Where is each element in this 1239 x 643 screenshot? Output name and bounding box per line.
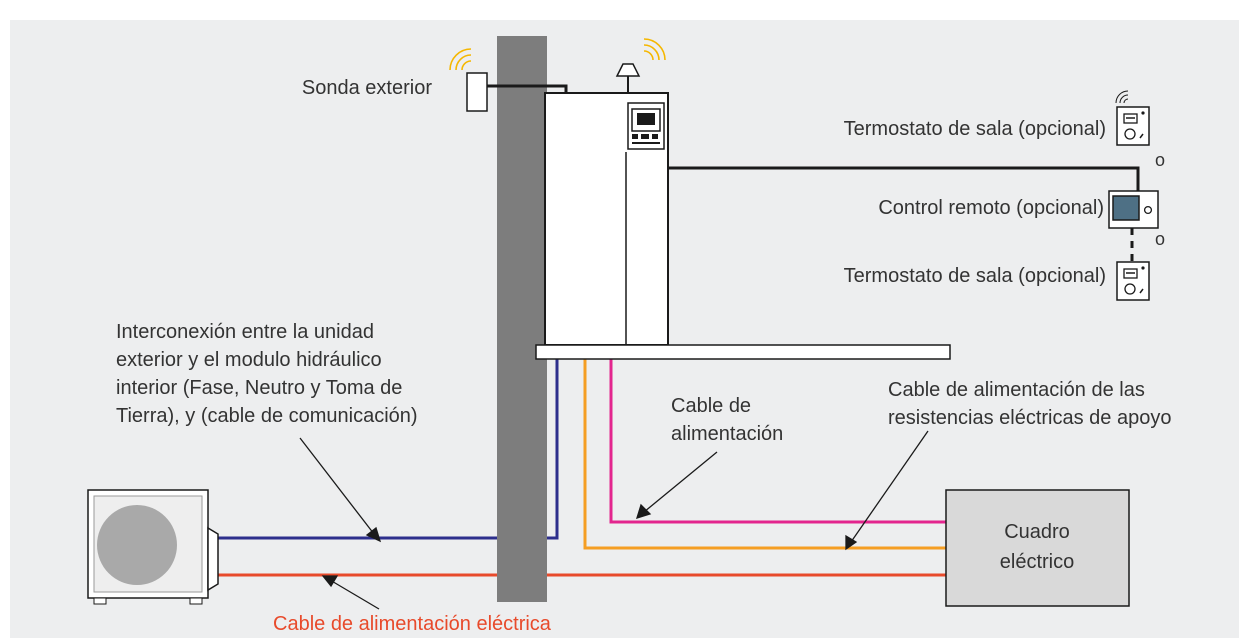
interconnection-label-line-2: exterior y el modulo hidráulico <box>116 349 382 371</box>
interconnection-label-line-3: interior (Fase, Neutro y Toma de <box>116 377 402 399</box>
magenta-supply-cable <box>609 346 946 524</box>
heater-cable-label-line-2: resistencias eléctricas de apoyo <box>888 407 1171 429</box>
remote-control-label: Control remoto (opcional) <box>878 197 1104 219</box>
wifi-antenna-icon <box>643 38 666 61</box>
panel-label-line-1: Cuadro <box>1004 521 1070 543</box>
indoor-hydraulic-module-icon <box>544 63 669 346</box>
or-label-1: o <box>1155 150 1165 170</box>
interconnection-label-line-1: Interconexión entre la unidad <box>116 321 374 343</box>
outdoor-unit-icon <box>87 489 219 605</box>
outdoor-sensor-label: Sonda exterior <box>302 77 432 99</box>
or-label-2: o <box>1155 229 1165 249</box>
wall <box>497 36 547 602</box>
wireless-thermostat-icon <box>1115 90 1150 146</box>
supply-cable-label-line-1: Cable de <box>671 395 751 417</box>
room-thermostat-top-label: Termostato de sala (opcional) <box>844 118 1106 140</box>
power-cable-label: Cable de alimentación eléctrica <box>273 613 552 635</box>
remote-control-icon <box>1108 190 1159 229</box>
sensor-cable <box>487 84 568 93</box>
supply-cable-label-line-2: alimentación <box>671 423 783 445</box>
room-thermostat-bottom-label: Termostato de sala (opcional) <box>844 265 1106 287</box>
floor-slab <box>535 344 951 360</box>
leader-lines <box>299 430 929 610</box>
outdoor-sensor-icon <box>466 72 488 112</box>
electrical-panel <box>945 489 1130 607</box>
control-cable <box>668 166 1140 191</box>
interconnection-label-line-4: Tierra), y (cable de comunicación) <box>116 405 418 427</box>
heater-cable-label-line-1: Cable de alimentación de las <box>888 379 1145 401</box>
wifi-antenna-icon <box>449 48 472 71</box>
orange-heater-cable <box>583 346 946 550</box>
panel-label-line-2: eléctrico <box>1000 551 1074 573</box>
blue-interconnection-cable <box>208 346 559 540</box>
wired-thermostat-icon <box>1116 261 1150 301</box>
